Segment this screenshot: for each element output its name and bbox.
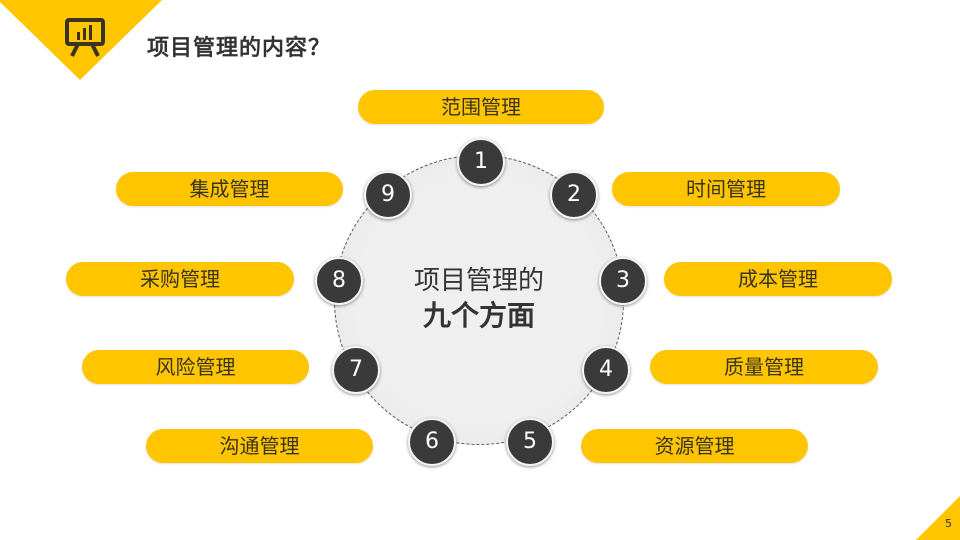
node-5: 5 (506, 418, 554, 466)
slide-title: 项目管理的内容？ (147, 36, 332, 61)
node-3: 3 (599, 257, 647, 305)
node-4: 4 (582, 346, 630, 394)
presentation-chart-icon (65, 18, 105, 57)
label-integration-management: 集成管理 (116, 172, 343, 206)
node-2: 2 (550, 171, 598, 219)
center-label-line2: 九个方面 (422, 299, 535, 332)
label-cost-management: 成本管理 (664, 262, 892, 296)
label-communication-management: 沟通管理 (146, 429, 373, 463)
label-quality-management: 质量管理 (650, 350, 878, 384)
label-risk-management: 风险管理 (82, 350, 309, 384)
node-9: 9 (364, 171, 412, 219)
page-number: 5 (945, 517, 952, 530)
node-7: 7 (332, 346, 380, 394)
label-resource-management: 资源管理 (581, 429, 808, 463)
node-8: 8 (315, 257, 363, 305)
corner-decoration-top-left (0, 0, 162, 80)
label-scope-management: 范围管理 (358, 90, 604, 124)
node-1: 1 (457, 138, 505, 186)
label-procurement-management: 采购管理 (66, 262, 294, 296)
center-label: 项目管理的 九个方面 (379, 265, 579, 335)
center-label-line1: 项目管理的 (413, 266, 544, 296)
corner-decoration-bottom-right (916, 496, 960, 540)
node-6: 6 (408, 418, 456, 466)
label-time-management: 时间管理 (612, 172, 840, 206)
